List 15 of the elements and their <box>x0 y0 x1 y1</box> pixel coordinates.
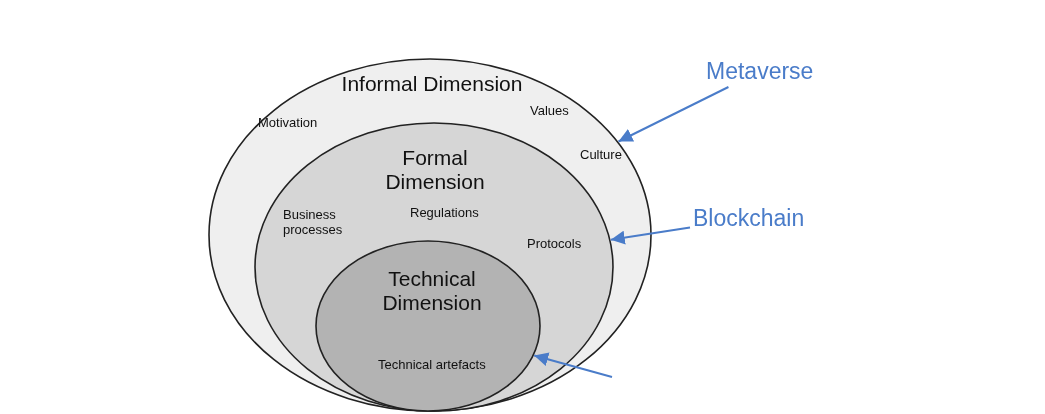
item-label: Motivation <box>258 116 318 131</box>
callout-text: Blockchain <box>693 205 805 232</box>
item-label: Values <box>530 104 569 119</box>
dimension-title: Informal Dimension <box>340 72 524 97</box>
arrow <box>533 352 613 378</box>
item-label: Business processes <box>283 208 344 238</box>
item-label: Technical artefacts <box>378 358 486 373</box>
item-label: Culture <box>580 148 622 163</box>
dimension-title: Technical Dimension <box>381 267 483 316</box>
item-label: Regulations <box>410 206 479 221</box>
arrow <box>617 86 730 143</box>
arrow <box>609 226 691 245</box>
callout-text: Metaverse <box>706 58 814 85</box>
dimension-title: Formal Dimension <box>384 146 486 195</box>
item-label: Protocols <box>527 237 582 252</box>
